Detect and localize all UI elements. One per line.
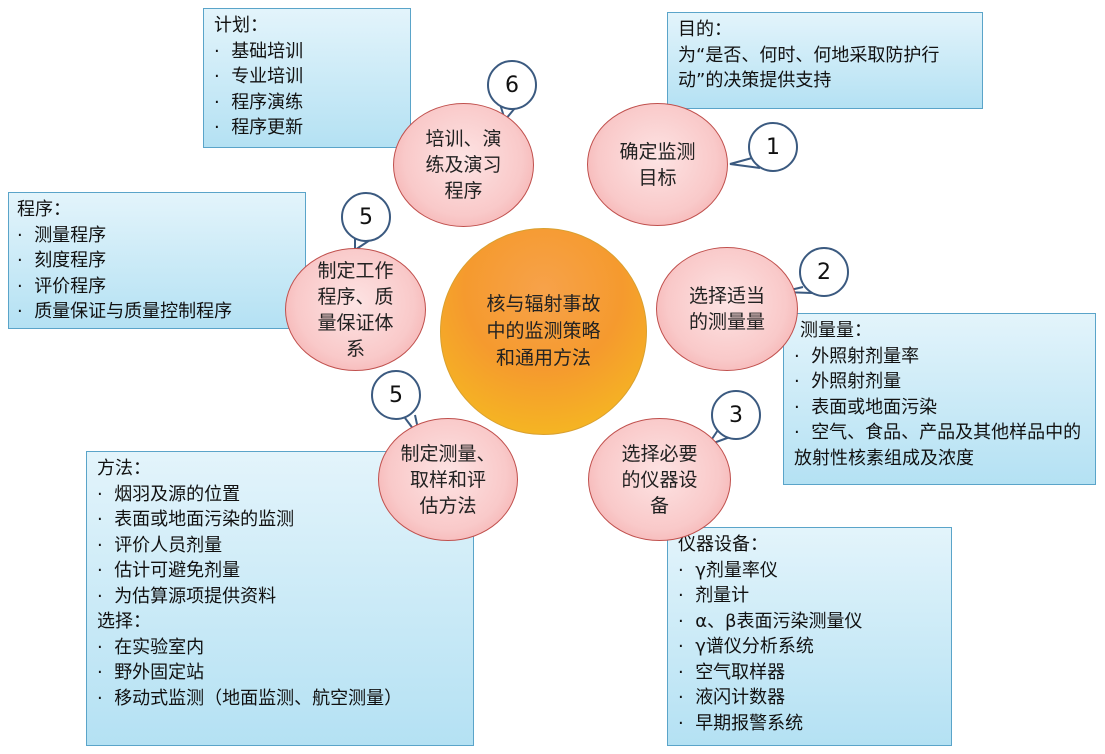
step-callout-5-methods: 5 — [371, 370, 421, 420]
procedure-title: 程序： — [17, 199, 71, 220]
node-monitoring-objective: 确定监测目标 — [587, 103, 728, 226]
quantities-item: · 外照射剂量率 — [794, 345, 920, 367]
purpose-text: 为“是否、何时、何地采取防护行动”的决策提供支持 — [678, 44, 940, 92]
methods-item: · 烟羽及源的位置 — [97, 483, 241, 505]
methods-item: · 评价人员剂量 — [97, 534, 223, 556]
instruments-item: · γ剂量率仪 — [678, 559, 778, 581]
methods-item: · 估计可避免剂量 — [97, 560, 241, 581]
methods-title: 方法： — [97, 458, 151, 479]
quantities-item: · 表面或地面污染 — [794, 396, 938, 418]
instruments-title: 仪器设备： — [678, 534, 768, 555]
instruments-item: · α、β表面污染测量仪 — [678, 610, 863, 632]
step-callout-1: 1 — [748, 122, 798, 172]
quantities-title: 测量量： — [800, 320, 872, 341]
instruments-box: 仪器设备： · γ剂量率仪 · 剂量计 · α、β表面污染测量仪 · γ谱仪分析… — [667, 527, 952, 746]
node-instruments: 选择必要的仪器设备 — [588, 418, 731, 541]
selection-title: 选择： — [97, 611, 151, 632]
selection-item: · 移动式监测（地面监测、航空测量） — [97, 687, 403, 709]
procedure-box: 程序： · 测量程序 · 刻度程序 · 评价程序 · 质量保证与质量控制程序 — [8, 192, 306, 329]
procedure-item: · 质量保证与质量控制程序 — [17, 301, 233, 322]
selection-item: · 在实验室内 — [97, 636, 205, 658]
plan-item: · 程序更新 — [214, 117, 304, 138]
plan-title: 计划： — [214, 15, 268, 36]
methods-box: 方法： · 烟羽及源的位置 · 表面或地面污染的监测 · 评价人员剂量 · 估计… — [86, 451, 474, 746]
plan-item: · 基础培训 — [214, 40, 304, 62]
methods-item: · 表面或地面污染的监测 — [97, 509, 295, 530]
instruments-item: · 早期报警系统 — [678, 712, 804, 734]
instruments-item: · 液闪计数器 — [678, 687, 786, 708]
quantities-box: 测量量： · 外照射剂量率 · 外照射剂量 · 表面或地面污染 · 空气、食品、… — [783, 313, 1096, 485]
node-methods: 制定测量、取样和评估方法 — [378, 418, 518, 541]
node-training: 培训、演练及演习程序 — [393, 103, 534, 227]
procedure-item: · 评价程序 — [17, 275, 107, 297]
plan-box: 计划： · 基础培训 · 专业培训 · 程序演练 · 程序更新 — [203, 8, 411, 148]
instruments-item: · 剂量计 — [678, 585, 750, 606]
quantities-item: · 空气、食品、产品及其他样品中的放射性核素组成及浓度 — [794, 422, 1082, 469]
procedure-item: · 刻度程序 — [17, 250, 107, 271]
procedure-item: · 测量程序 — [17, 224, 107, 246]
plan-item: · 程序演练 — [214, 91, 304, 113]
step-callout-5-procedures: 5 — [341, 192, 391, 242]
instruments-item: · γ谱仪分析系统 — [678, 636, 814, 657]
methods-item: · 为估算源项提供资料 — [97, 585, 277, 607]
quantities-item: · 外照射剂量 — [794, 371, 902, 392]
plan-item: · 专业培训 — [214, 66, 304, 87]
selection-item: · 野外固定站 — [97, 662, 205, 683]
purpose-box: 目的： 为“是否、何时、何地采取防护行动”的决策提供支持 — [667, 12, 983, 109]
node-procedures-qa: 制定工作程序、质量保证体系 — [285, 248, 426, 371]
instruments-item: · 空气取样器 — [678, 661, 786, 683]
node-measurement-quantities: 选择适当的测量量 — [656, 247, 798, 371]
step-callout-2: 2 — [799, 247, 849, 297]
purpose-title: 目的： — [678, 19, 732, 40]
step-callout-3: 3 — [711, 390, 761, 440]
step-callout-6: 6 — [487, 60, 537, 110]
center-topic: 核与辐射事故中的监测策略和通用方法 — [440, 228, 647, 435]
